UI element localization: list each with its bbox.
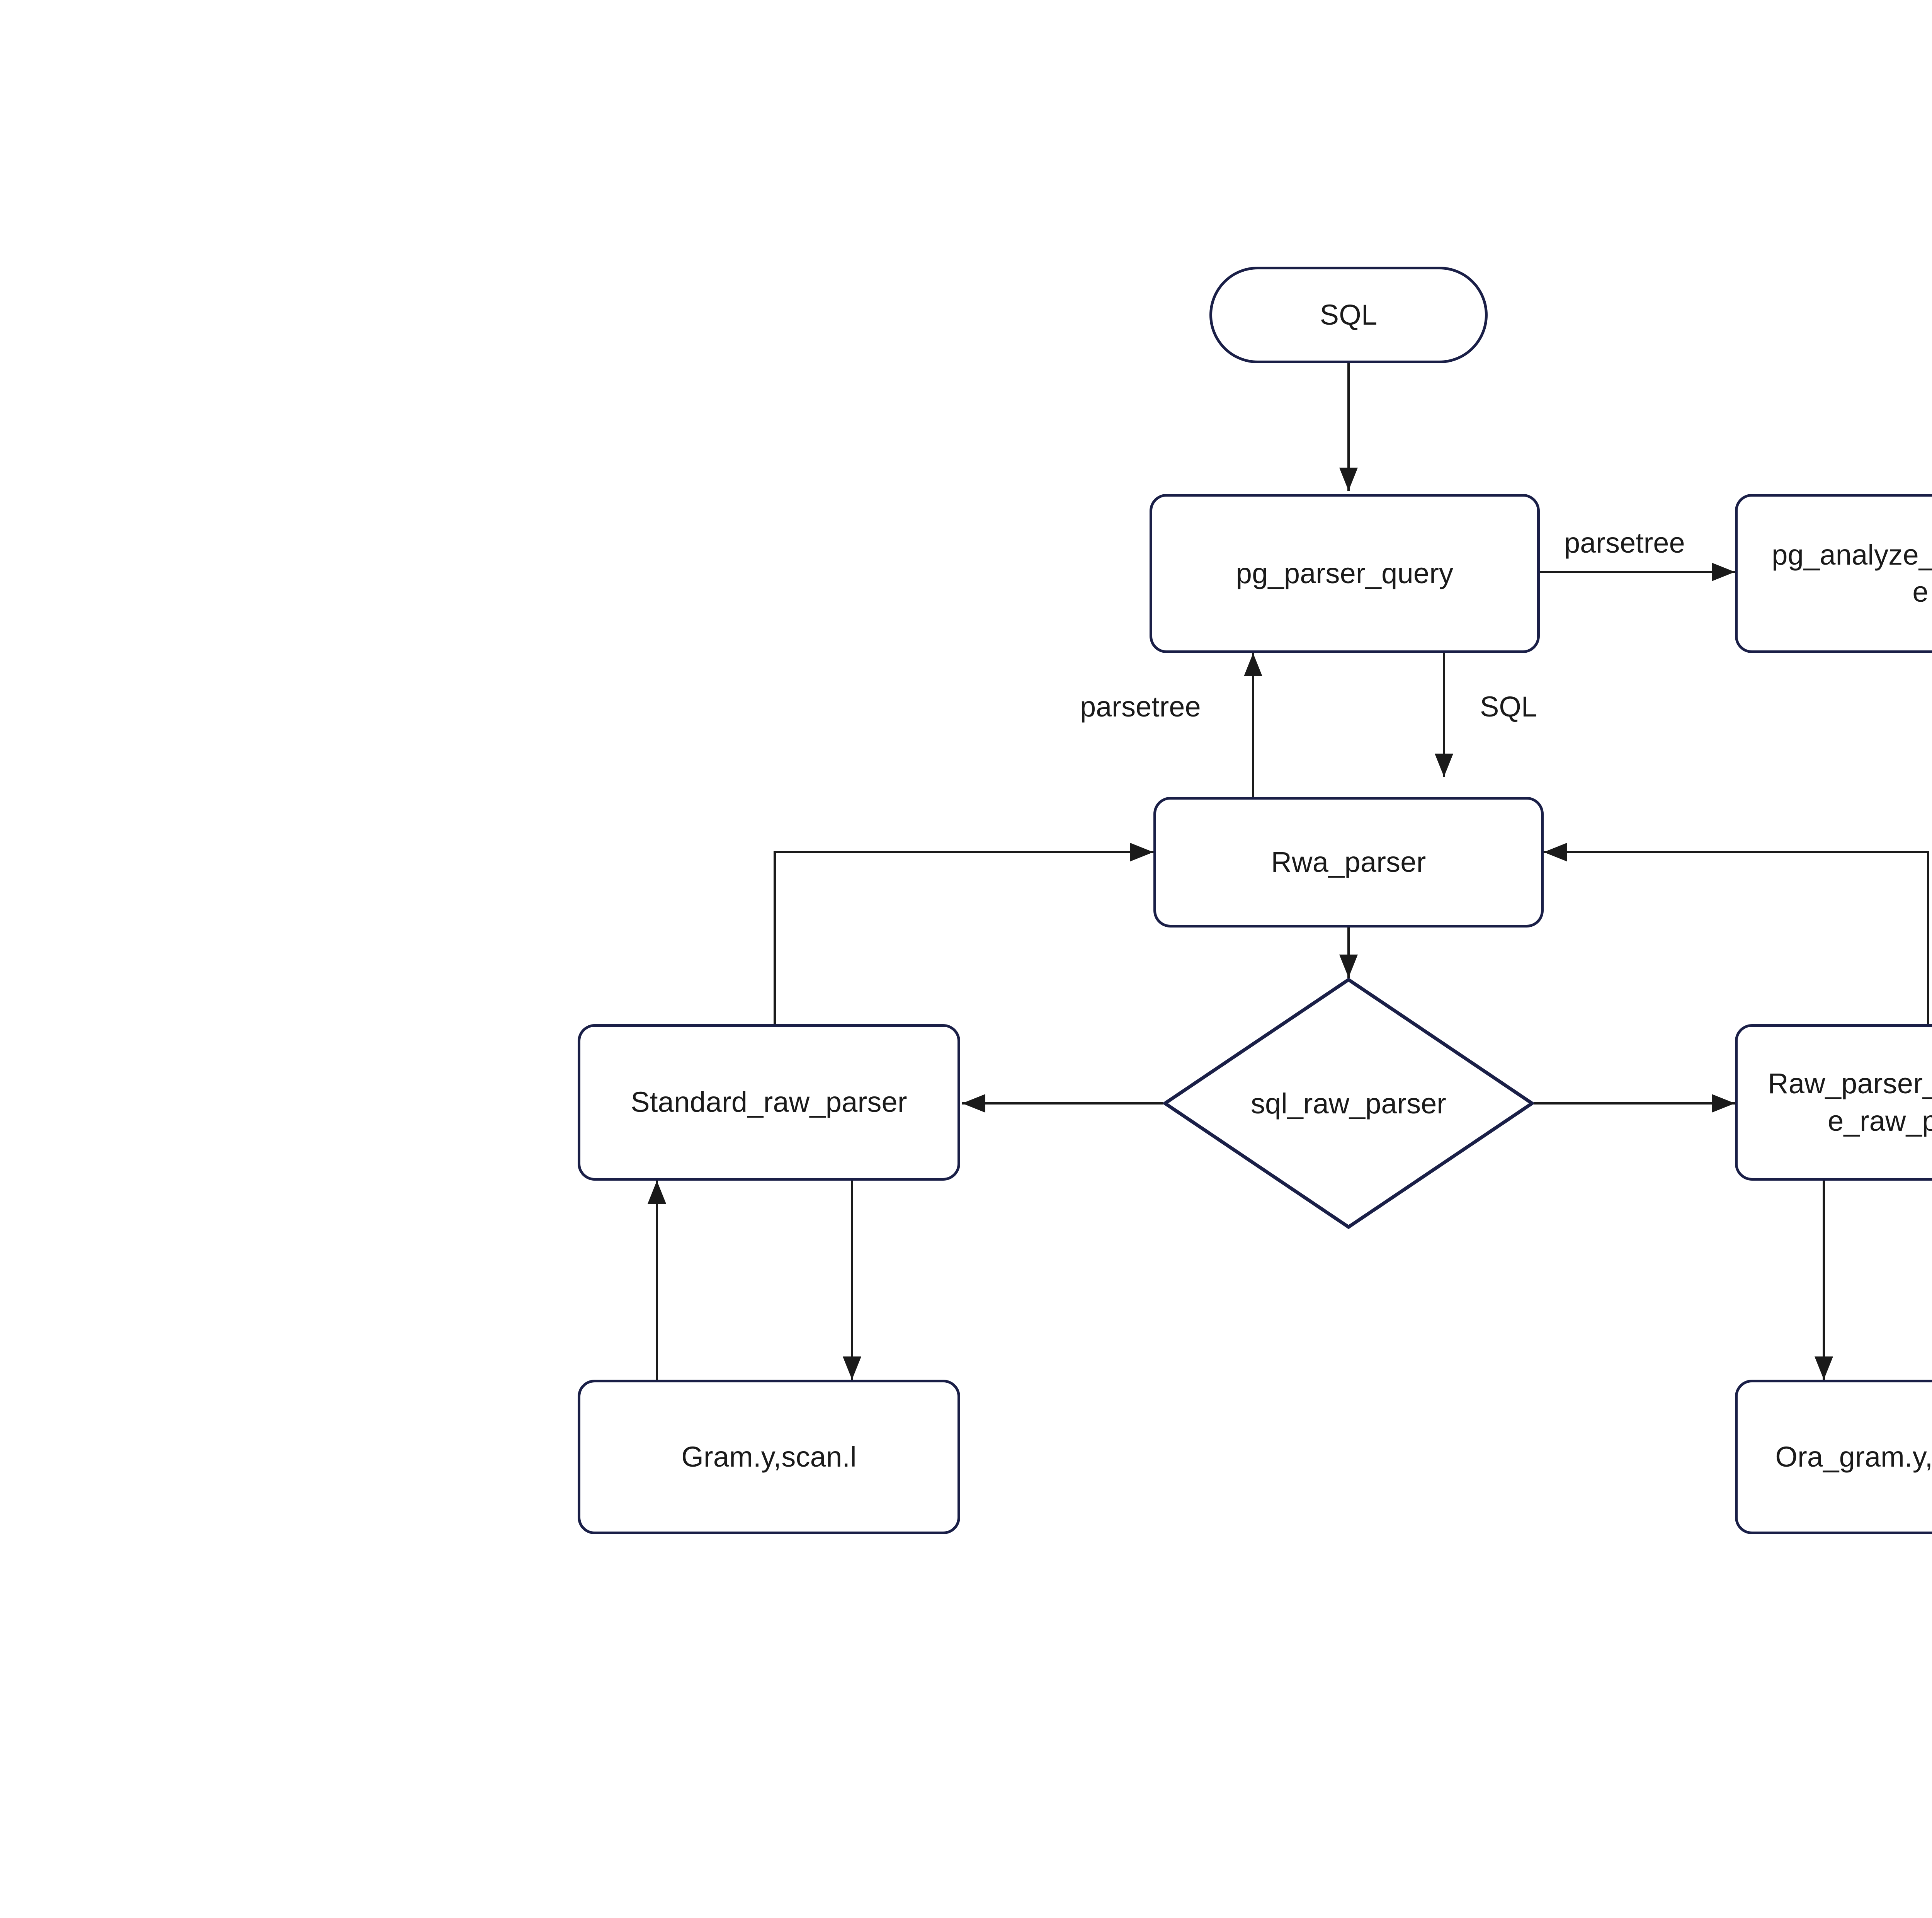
edge-standard-raw-parser-to-rwa-parser (774, 843, 1153, 1024)
node-gram-scan-label: Gram.y,scan.l (681, 1440, 857, 1473)
node-pg-analyze-and-rewrite-label-line2: e (1912, 576, 1929, 608)
node-standard-raw-parser-label: Standard_raw_parser (631, 1086, 907, 1118)
node-pg-analyze-and-rewrite-label-line1: pg_analyze_and_rewrit (1772, 538, 1932, 571)
node-raw-parser-hook-label-line2: e_raw_parser) (1828, 1105, 1932, 1137)
node-pg-parser-query-label: pg_parser_query (1236, 557, 1454, 589)
node-raw-parser-hook[interactable]: Raw_parser_hook(oracl e_raw_parser) (1735, 1024, 1932, 1181)
node-gram-scan[interactable]: Gram.y,scan.l (578, 1380, 960, 1534)
node-sql[interactable]: SQL (1209, 267, 1488, 363)
node-pg-parser-query[interactable]: pg_parser_query (1150, 494, 1540, 653)
node-pg-analyze-and-rewrite[interactable]: pg_analyze_and_rewrit e (1735, 494, 1932, 653)
node-sql-raw-parser[interactable]: sql_raw_parser (1163, 978, 1534, 1229)
node-ora-gram-scan-label: Ora_gram.y,ora_scan.l (1775, 1440, 1932, 1473)
node-rwa-parser[interactable]: Rwa_parser (1153, 797, 1544, 928)
node-standard-raw-parser[interactable]: Standard_raw_parser (578, 1024, 960, 1181)
node-sql-raw-parser-label: sql_raw_parser (1251, 1087, 1446, 1120)
node-sql-label: SQL (1320, 298, 1378, 331)
node-rwa-parser-label: Rwa_parser (1271, 846, 1426, 878)
node-ora-gram-scan[interactable]: Ora_gram.y,ora_scan.l (1735, 1380, 1932, 1534)
edge-label-pg-parser-query-to-rwa-parser: SQL (1480, 691, 1537, 723)
node-raw-parser-hook-label-line1: Raw_parser_hook(oracl (1768, 1067, 1932, 1100)
edge-raw-parser-hook-to-rwa-parser (1544, 843, 1929, 1024)
sql-raw-parser-diamond-shape (1163, 978, 1534, 1229)
edge-label-pg-parser-query-to-pg-analyze: parsetree (1564, 527, 1685, 559)
edge-label-rwa-parser-to-pg-parser-query: parsetree (1080, 691, 1201, 723)
